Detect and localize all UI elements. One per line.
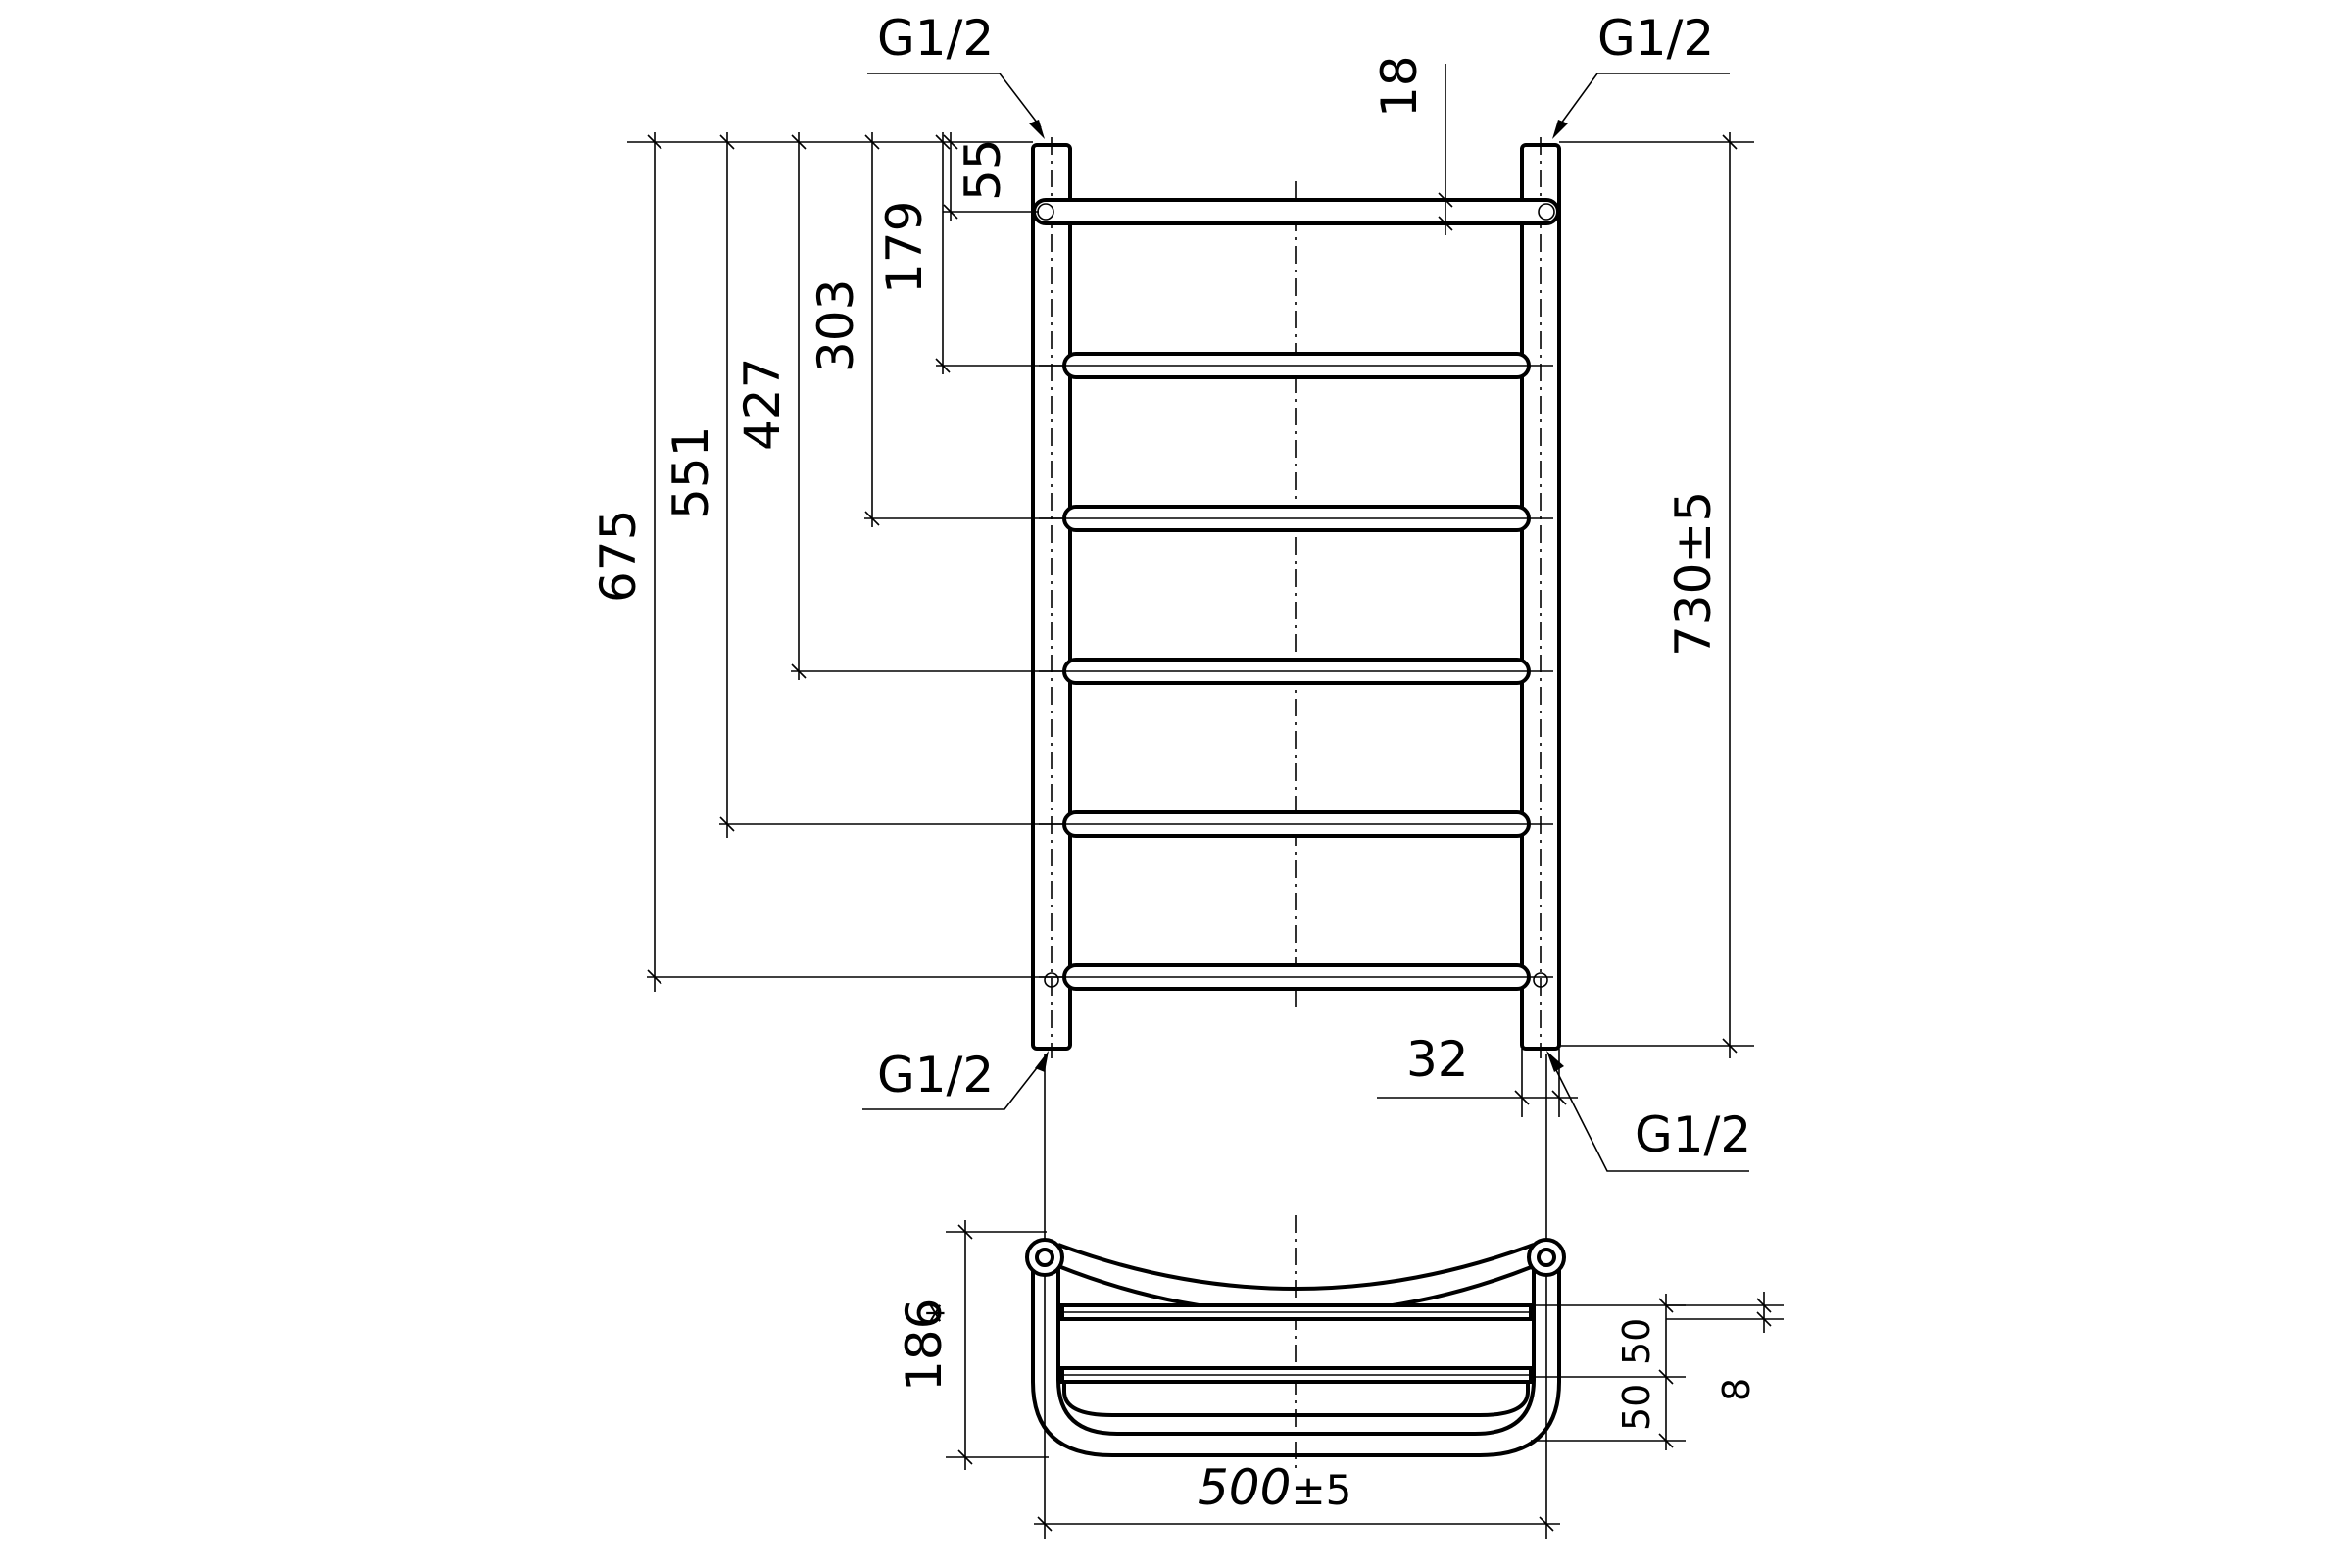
dim-depth-mark: * <box>920 1303 965 1323</box>
pipe-diameter-dimension <box>1377 1049 1578 1117</box>
port-callout-bottom-right <box>1546 1051 1749 1172</box>
dim-55: 55 <box>955 138 1011 201</box>
dim-shelf-thickness: 8 <box>1715 1378 1758 1401</box>
shelf-inner-frame <box>1056 1264 1536 1436</box>
shelf-curved-bar-outer <box>1057 1243 1535 1291</box>
port-callout-top-left <box>867 73 1045 139</box>
shelf-outer-frame <box>1031 1254 1561 1457</box>
pipe-end-right <box>1527 1238 1566 1277</box>
dim-width-value: 500 <box>1198 1459 1291 1516</box>
bottom-hole-right <box>1533 972 1548 988</box>
pipe-end-left-inner <box>1035 1248 1054 1267</box>
dim-width: 500±5 <box>1198 1459 1351 1516</box>
top-rail-right-end <box>1538 203 1555 220</box>
dim-303: 303 <box>808 279 864 372</box>
overall-height-dimension <box>1559 132 1754 1058</box>
port-label-top-right: G1/2 <box>1597 10 1714 67</box>
dim-depth: 186 <box>896 1298 953 1392</box>
shelf-thickness-dimension <box>1666 1292 1784 1333</box>
port-callout-top-right <box>1552 73 1730 139</box>
pipe-end-left <box>1025 1238 1064 1277</box>
depth-dimension <box>946 1220 1049 1470</box>
front-view: 55 179 303 427 551 675 730±5 18 <box>590 10 1754 1172</box>
dim-551: 551 <box>662 426 719 519</box>
top-bar-offset-dimension <box>1438 64 1453 235</box>
bottom-hole-left <box>1044 972 1059 988</box>
shelf-spacing-dimension <box>1531 1294 1686 1450</box>
dim-overall-height: 730±5 <box>1665 491 1722 657</box>
top-rail <box>1032 198 1560 225</box>
dim-675: 675 <box>590 510 647 603</box>
dim-pipe-diameter: 32 <box>1406 1031 1469 1088</box>
dim-width-tolerance: ±5 <box>1291 1466 1351 1514</box>
port-label-top-left: G1/2 <box>877 10 994 67</box>
dim-427: 427 <box>734 358 791 451</box>
dim-shelf-spacing-1: 50 <box>1615 1318 1658 1365</box>
dim-top-bar-offset: 18 <box>1371 55 1428 118</box>
height-dimensions <box>627 132 1064 992</box>
width-dimension <box>1034 1516 1560 1532</box>
side-view: 186 * 50 50 8 500±5 <box>896 1054 1784 1539</box>
dim-shelf-spacing-2: 50 <box>1615 1384 1658 1431</box>
pipe-end-right-inner <box>1537 1248 1556 1267</box>
port-label-bottom-left: G1/2 <box>877 1047 994 1103</box>
port-label-bottom-right: G1/2 <box>1635 1106 1751 1163</box>
dim-179: 179 <box>876 201 933 294</box>
